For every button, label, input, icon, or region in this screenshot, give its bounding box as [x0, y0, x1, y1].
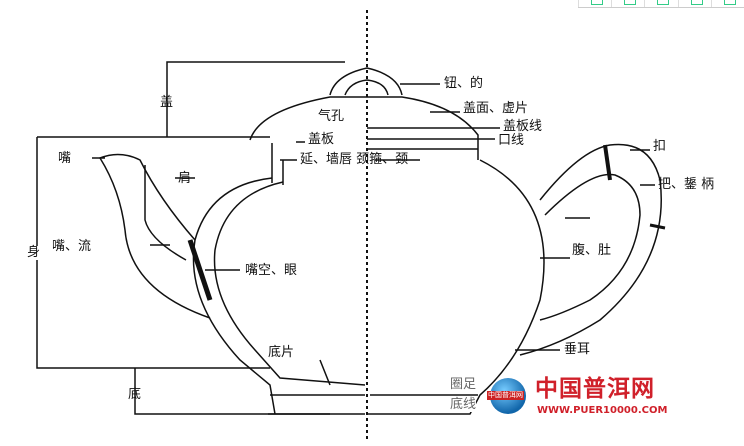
- label-lid: 盖: [160, 95, 174, 110]
- leader-lines: [92, 83, 655, 386]
- label-lid-board: 盖板: [308, 132, 335, 147]
- label-air-hole: 气孔: [318, 109, 345, 124]
- label-button: 扣: [653, 139, 667, 154]
- window-icon[interactable]: [578, 0, 611, 7]
- label-base-line: 底线: [450, 397, 477, 412]
- handle-joint: [649, 223, 666, 230]
- label-shoulder: 肩: [178, 171, 192, 186]
- label-lid-surface: 盖面、虚片: [463, 101, 529, 116]
- label-hanging-ear: 垂耳: [564, 342, 591, 357]
- watermark-globe-text: 中国普洱网: [487, 391, 524, 400]
- base-left: [268, 394, 365, 415]
- watermark-url: WWW.PUER10000.COM: [537, 405, 668, 416]
- lid: [249, 96, 479, 160]
- handle-inner: [539, 173, 641, 321]
- spout: [98, 153, 211, 319]
- image-icon[interactable]: [644, 0, 677, 7]
- link-icon[interactable]: [611, 0, 644, 7]
- knob: [329, 67, 403, 96]
- neck-wall: [271, 143, 284, 185]
- label-spout-hole: 嘴空、眼: [245, 263, 298, 278]
- label-base-plate: 底片: [268, 345, 295, 360]
- handle-joint: [603, 144, 612, 181]
- body-left-inner: [213, 181, 366, 386]
- square-icon[interactable]: [710, 0, 744, 7]
- toolbar: [578, 0, 744, 8]
- body-left: [192, 177, 276, 415]
- label-neck: 延、墙唇 颈箍、颈: [300, 152, 409, 167]
- watermark-title: 中国普洱网: [535, 376, 655, 402]
- label-spout: 嘴: [58, 151, 72, 166]
- spout-hole-mark: [187, 239, 213, 301]
- knob-inner: [344, 79, 389, 96]
- lid-bracket: [166, 61, 345, 106]
- label-knob: 钮、的: [444, 76, 484, 91]
- base-bracket: [134, 368, 330, 415]
- label-belly: 腹、肚: [572, 243, 612, 258]
- label-handle: 把、鋬 柄: [658, 177, 715, 192]
- handle: [519, 143, 662, 356]
- label-foot: 圈足: [450, 377, 477, 392]
- label-spout-flow: 嘴、流: [52, 239, 92, 254]
- body-right: [367, 159, 545, 415]
- label-mouth-line: 口线: [498, 133, 525, 148]
- label-lid-board-line: 盖板线: [503, 119, 543, 134]
- spout-inner: [144, 165, 187, 261]
- window-icon[interactable]: [677, 0, 711, 7]
- label-body: 身: [27, 245, 41, 260]
- body-bracket: [36, 136, 270, 369]
- label-base: 底: [128, 387, 142, 402]
